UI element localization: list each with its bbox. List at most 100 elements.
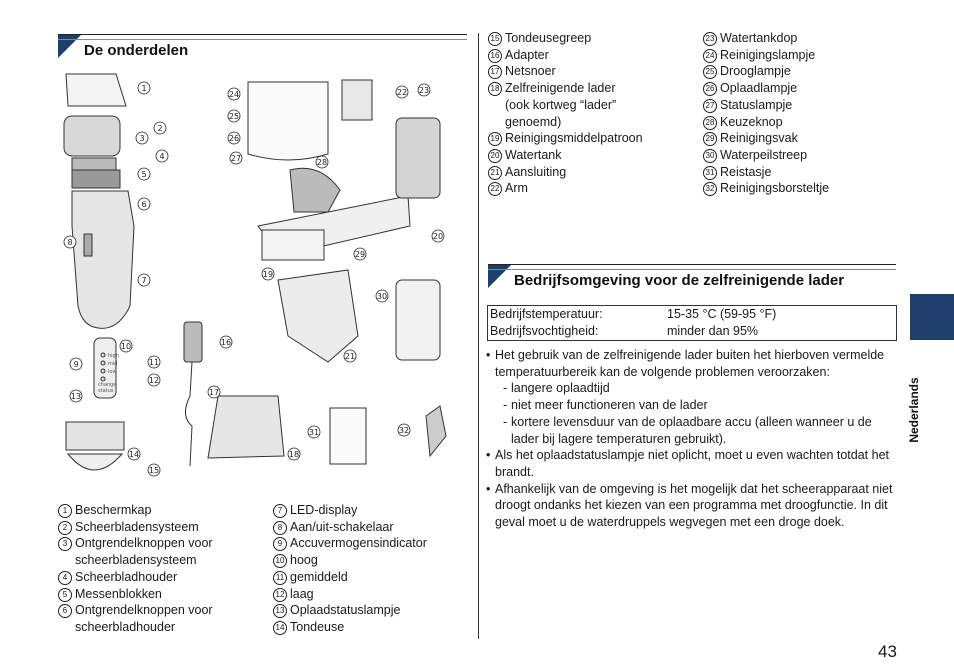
list-item: 14Tondeuse [273, 619, 473, 636]
list-item: 3Ontgrendelknoppen voor scheerbladensyst… [58, 535, 268, 568]
heading-rule-env [488, 264, 896, 265]
note-subitem: -niet meer functioneren van de lader [503, 397, 896, 414]
note-item: •Het gebruik van de zelfreinigende lader… [486, 347, 896, 447]
list-item-text: LED-display [290, 502, 357, 519]
callout-number: 7 [273, 504, 287, 518]
table-cell-value: 15-35 °C (59-95 °F) [667, 306, 776, 323]
svg-text:13: 13 [71, 392, 81, 401]
shaver-body [72, 191, 134, 328]
callout-number: 19 [488, 132, 502, 146]
callout-number: 22 [488, 182, 502, 196]
note-item: •Als het oplaadstatuslampje niet oplicht… [486, 447, 896, 480]
svg-text:4: 4 [159, 152, 164, 161]
callout-number: 3 [58, 537, 72, 551]
callout-number: 23 [703, 32, 717, 46]
svg-text:5: 5 [141, 170, 146, 179]
list-item-text: Reinigingslampje [720, 47, 815, 64]
table-cell-label: Bedrijfstemperatuur: [488, 306, 667, 323]
list-item: 23Watertankdop [703, 30, 898, 47]
callout-number: 9 [273, 537, 287, 551]
list-item-text: Keuzeknop [720, 114, 783, 131]
svg-text:2: 2 [157, 124, 162, 133]
svg-text:31: 31 [309, 428, 319, 437]
list-item-text: laag [290, 586, 314, 603]
language-label: Nederlands [904, 360, 924, 460]
svg-text:1: 1 [141, 84, 146, 93]
svg-text:32: 32 [399, 426, 409, 435]
protective-cap [66, 74, 126, 106]
note-item: •Afhankelijk van de omgeving is het moge… [486, 481, 896, 531]
callout-number: 31 [703, 166, 717, 180]
svg-text:29: 29 [355, 250, 365, 259]
list-item-text: hoog [290, 552, 318, 569]
list-item: 8Aan/uit-schakelaar [273, 519, 473, 536]
callout-number: 30 [703, 149, 717, 163]
callout-number: 11 [273, 571, 287, 585]
label-low: low [108, 369, 117, 375]
list-item-text: Waterpeilstreep [720, 147, 807, 164]
selector-button [290, 168, 340, 212]
list-item: 21Aansluiting [488, 164, 698, 181]
svg-text:12: 12 [149, 376, 159, 385]
list-item-text: gemiddeld [290, 569, 348, 586]
operating-conditions-table: Bedrijfstemperatuur: 15-35 °C (59-95 °F)… [487, 305, 897, 341]
table-row: Bedrijfstemperatuur: 15-35 °C (59-95 °F) [488, 306, 896, 323]
callout-number: 26 [703, 82, 717, 96]
callout-number: 10 [273, 554, 287, 568]
list-item-text: Ontgrendelknoppen voor scheerbladhouder [75, 602, 213, 635]
svg-text:8: 8 [67, 238, 72, 247]
list-item: 25Drooglampje [703, 63, 898, 80]
trimmer [66, 422, 124, 450]
callout-number: 5 [58, 588, 72, 602]
svg-text:7: 7 [141, 276, 146, 285]
cleaning-brush [426, 406, 446, 456]
charger-small [208, 396, 284, 458]
cleaning-cartridge [262, 230, 324, 260]
callout-number: 29 [703, 132, 717, 146]
list-item-text: Messenblokken [75, 586, 162, 603]
section-heading-parts: De onderdelen [84, 42, 188, 59]
water-tank-side [396, 118, 440, 198]
charger-top [248, 82, 328, 160]
note-subitem: -langere oplaadtijd [503, 380, 896, 397]
list-item: 16Adapter [488, 47, 698, 64]
list-item-text: Watertank [505, 147, 562, 164]
list-item-text: Statuslampje [720, 97, 792, 114]
parts-list-left: 1Beschermkap2Scheerbladensysteem3Ontgren… [58, 502, 268, 636]
cutters [72, 170, 120, 188]
list-item-text: Netsnoer [505, 63, 556, 80]
charger-section [278, 270, 358, 362]
list-item: 29Reinigingsvak [703, 130, 898, 147]
callout-number: 15 [488, 32, 502, 46]
callout-number: 17 [488, 65, 502, 79]
svg-text:26: 26 [229, 134, 239, 143]
callout-number: 2 [58, 521, 72, 535]
table-cell-label: Bedrijfsvochtigheid: [488, 323, 667, 340]
callout-number: 8 [273, 521, 287, 535]
note-sublist: -langere oplaadtijd -niet meer functione… [495, 380, 896, 447]
svg-text:24: 24 [229, 90, 239, 99]
svg-text:11: 11 [149, 358, 159, 367]
list-item: 15Tondeusegreep [488, 30, 698, 47]
power-switch [84, 234, 92, 256]
callout-number: 13 [273, 604, 287, 618]
svg-text:23: 23 [419, 86, 429, 95]
svg-text:17: 17 [209, 388, 219, 397]
list-item-text: Accuvermogensindicator [290, 535, 427, 552]
svg-text:3: 3 [139, 134, 144, 143]
heading-rule-2 [58, 39, 467, 40]
list-item-text: Arm [505, 180, 528, 197]
svg-text:6: 6 [141, 200, 146, 209]
heading-marker-env [488, 264, 512, 288]
list-item: 18Zelfreinigende lader (ook kortweg “lad… [488, 80, 698, 130]
table-cell-value: minder dan 95% [667, 323, 758, 340]
svg-text:14: 14 [129, 450, 139, 459]
svg-text:16: 16 [221, 338, 231, 347]
